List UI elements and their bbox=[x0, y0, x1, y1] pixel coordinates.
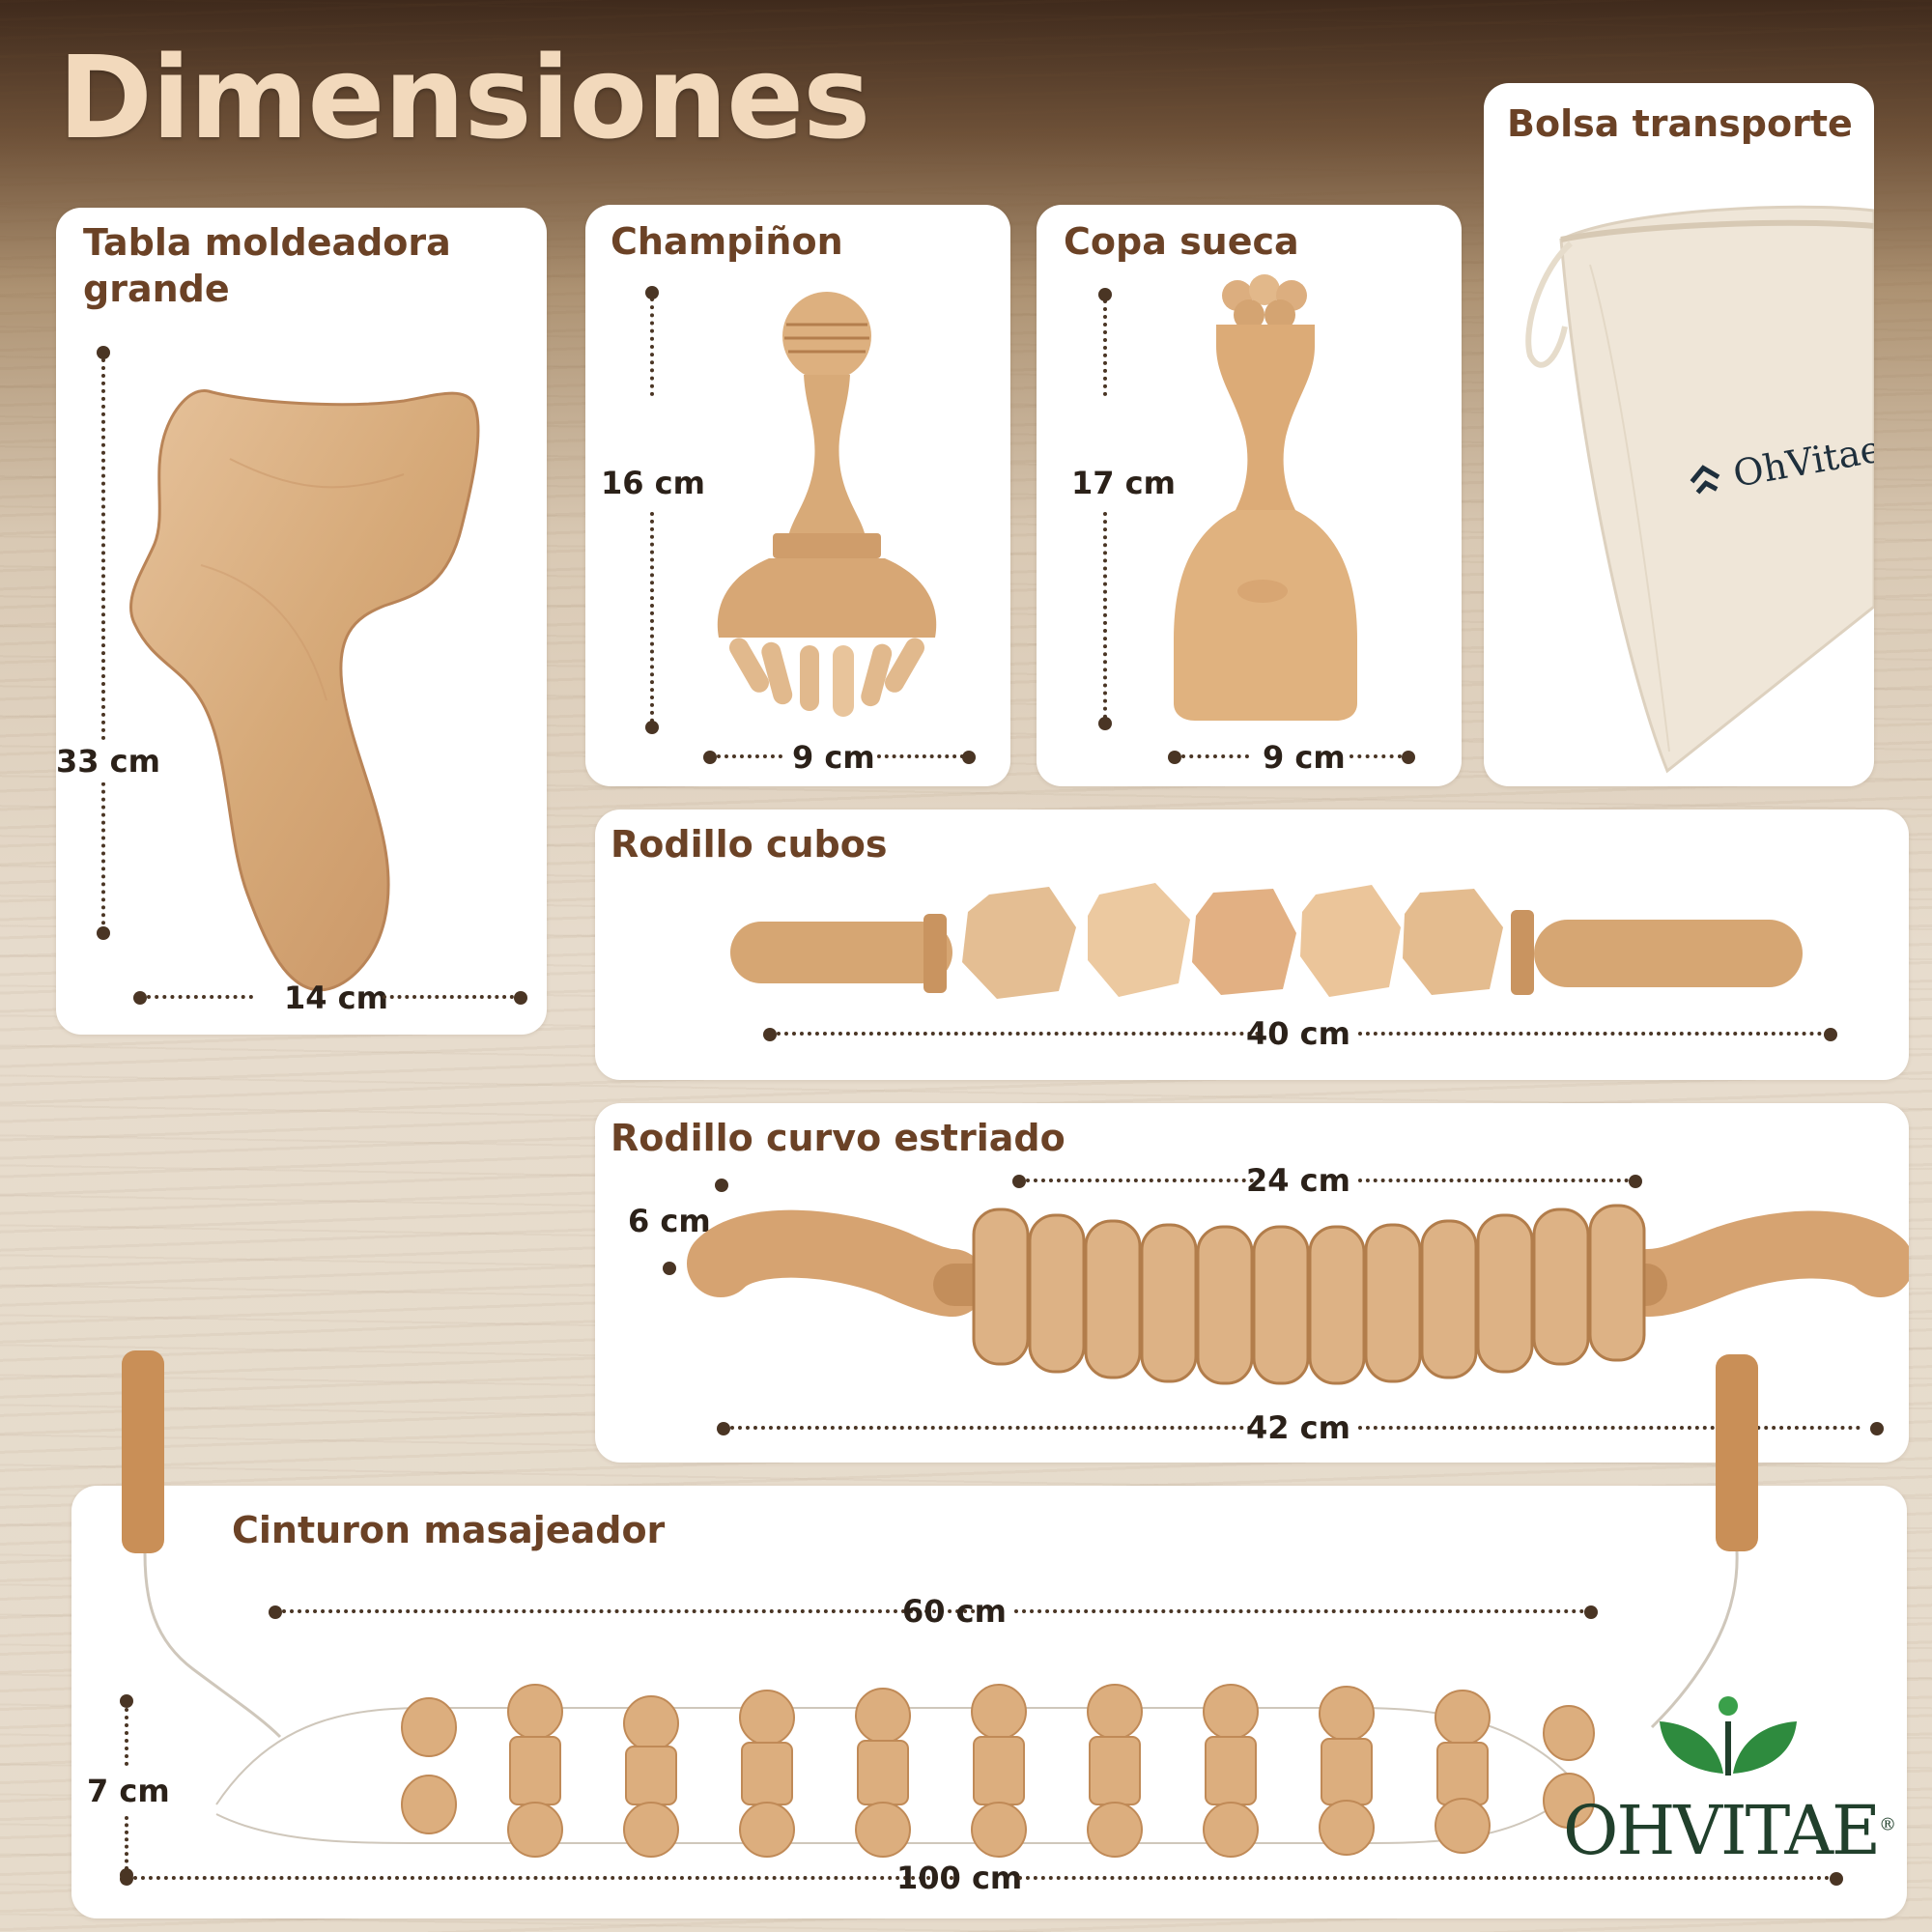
rodillo-curvo-left-dot bbox=[717, 1422, 730, 1435]
leaf-logo-icon bbox=[1660, 1696, 1797, 1776]
tabla-height-top-dot bbox=[97, 346, 110, 359]
cinturon-inner-length-label: 60 cm bbox=[902, 1593, 1007, 1630]
cinturon-inner-line-left bbox=[282, 1609, 976, 1613]
rodillo-cubos-title: Rodillo cubos bbox=[611, 823, 888, 866]
copa-width-label: 9 cm bbox=[1263, 739, 1346, 776]
cinturon-beads-image bbox=[215, 1684, 1595, 1858]
rodillo-cubos-right-dot bbox=[1824, 1028, 1837, 1041]
copa-height-top-dot bbox=[1098, 288, 1112, 301]
rodillo-curvo-image bbox=[687, 1204, 1909, 1385]
panel-cinturon: Cinturon masajeador 60 cm 7 cm 100 cm bbox=[71, 1486, 1907, 1918]
champinon-width-right-dot bbox=[962, 751, 976, 764]
rodillo-cubos-length-label: 40 cm bbox=[1246, 1015, 1350, 1052]
panel-bolsa: Bolsa transporte OhVitae bbox=[1484, 83, 1874, 786]
cinturon-line-left bbox=[133, 1876, 954, 1880]
rodillo-cubos-line-right bbox=[1358, 1032, 1822, 1036]
rodillo-curvo-inner-line-left bbox=[1026, 1179, 1254, 1182]
tabla-width-line-left bbox=[147, 995, 253, 999]
rodillo-cubos-line-left bbox=[777, 1032, 1260, 1036]
rodillo-curvo-line-left bbox=[730, 1426, 1252, 1430]
rodillo-cubos-left-dot bbox=[763, 1028, 777, 1041]
rodillo-cubos-image bbox=[730, 883, 1803, 999]
cinturon-inner-line-right bbox=[1014, 1609, 1584, 1613]
panel-rodillo-cubos: Rodillo cubos 40 cm bbox=[595, 810, 1909, 1080]
cinturon-line-right bbox=[1018, 1876, 1830, 1880]
panel-copa: Copa sueca 17 cm 9 cm bbox=[1037, 205, 1462, 786]
cinturon-height-top-dot bbox=[120, 1694, 133, 1708]
champinon-width-line-left bbox=[717, 754, 782, 758]
cinturon-height-line-top bbox=[125, 1708, 128, 1766]
rodillo-curvo-inner-right-dot bbox=[1629, 1175, 1642, 1188]
copa-height-line bbox=[1103, 299, 1107, 396]
rodillo-curvo-inner-length-label: 24 cm bbox=[1246, 1162, 1350, 1199]
rodillo-curvo-diameter-bottom-dot bbox=[663, 1262, 676, 1275]
cinturon-length-label: 100 cm bbox=[896, 1860, 1023, 1896]
tabla-width-left-dot bbox=[133, 991, 147, 1005]
rodillo-curvo-inner-left-dot bbox=[1012, 1175, 1026, 1188]
cinturon-handles-image bbox=[122, 1350, 1758, 1739]
champinon-title: Champiñon bbox=[611, 220, 843, 263]
cinturon-inner-left-dot bbox=[269, 1605, 282, 1619]
copa-title: Copa sueca bbox=[1064, 220, 1299, 263]
page-title: Dimensiones bbox=[58, 31, 870, 164]
panel-tabla: Tabla moldeadora grande 33 cm 14 cm bbox=[56, 208, 547, 1035]
champinon-height-line-lower bbox=[650, 512, 654, 723]
champinon-image bbox=[717, 292, 937, 717]
cinturon-inner-right-dot bbox=[1584, 1605, 1598, 1619]
rodillo-curvo-diameter-label: 6 cm bbox=[628, 1203, 711, 1239]
rodillo-curvo-right-dot bbox=[1870, 1422, 1884, 1435]
rodillo-curvo-inner-line-right bbox=[1358, 1179, 1629, 1182]
cinturon-right-dot bbox=[1830, 1872, 1843, 1886]
rodillo-curvo-title: Rodillo curvo estriado bbox=[611, 1117, 1065, 1159]
rodillo-curvo-length-label: 42 cm bbox=[1246, 1409, 1350, 1446]
champinon-height-bottom-dot bbox=[645, 721, 659, 734]
bag-image bbox=[1525, 205, 1874, 774]
tabla-height-label: 33 cm bbox=[56, 740, 164, 782]
bag-logo: OhVitae bbox=[1683, 428, 1874, 504]
copa-height-bottom-dot bbox=[1098, 717, 1112, 730]
tabla-width-right-dot bbox=[514, 991, 527, 1005]
champinon-height-label: 16 cm bbox=[597, 466, 709, 500]
copa-width-left-dot bbox=[1168, 751, 1181, 764]
rodillo-curvo-diameter-top-dot bbox=[715, 1179, 728, 1192]
copa-width-right-dot bbox=[1402, 751, 1415, 764]
tabla-width-label: 14 cm bbox=[284, 980, 388, 1016]
champinon-width-line-right bbox=[877, 754, 964, 758]
cinturon-height-label: 7 cm bbox=[87, 1773, 170, 1809]
bolsa-title: Bolsa transporte bbox=[1507, 102, 1853, 145]
chevron-up-logo-icon bbox=[1690, 465, 1720, 495]
panel-champinon: Champiñon 16 cm 9 cm bbox=[585, 205, 1010, 786]
tabla-title: Tabla moldeadora grande bbox=[83, 221, 451, 310]
rodillo-curvo-line-right bbox=[1358, 1426, 1861, 1430]
copa-height-line-lower bbox=[1103, 512, 1107, 719]
cinturon-title: Cinturon masajeador bbox=[232, 1509, 666, 1551]
copa-width-line-left bbox=[1181, 754, 1249, 758]
tabla-board-image bbox=[129, 389, 480, 992]
cinturon-height-line-bottom bbox=[125, 1816, 128, 1870]
copa-height-label: 17 cm bbox=[1067, 466, 1179, 500]
tabla-height-line bbox=[101, 358, 105, 925]
copa-width-line-right bbox=[1350, 754, 1402, 758]
copa-image bbox=[1174, 274, 1357, 721]
registered-mark: ® bbox=[1879, 1814, 1896, 1835]
panel-rodillo-curvo: Rodillo curvo estriado 24 cm 6 cm 42 cm bbox=[595, 1103, 1909, 1463]
cinturon-left-dot bbox=[120, 1872, 133, 1886]
champinon-height-line bbox=[650, 298, 654, 396]
tabla-width-line-right bbox=[383, 995, 514, 999]
tabla-height-bottom-dot bbox=[97, 926, 110, 940]
brand-logo-text: OHVITAE® bbox=[1563, 1791, 1896, 1870]
champinon-width-label: 9 cm bbox=[792, 739, 875, 776]
champinon-height-top-dot bbox=[645, 286, 659, 299]
champinon-width-left-dot bbox=[703, 751, 717, 764]
brand-logo-word: OHVITAE bbox=[1563, 1791, 1881, 1870]
